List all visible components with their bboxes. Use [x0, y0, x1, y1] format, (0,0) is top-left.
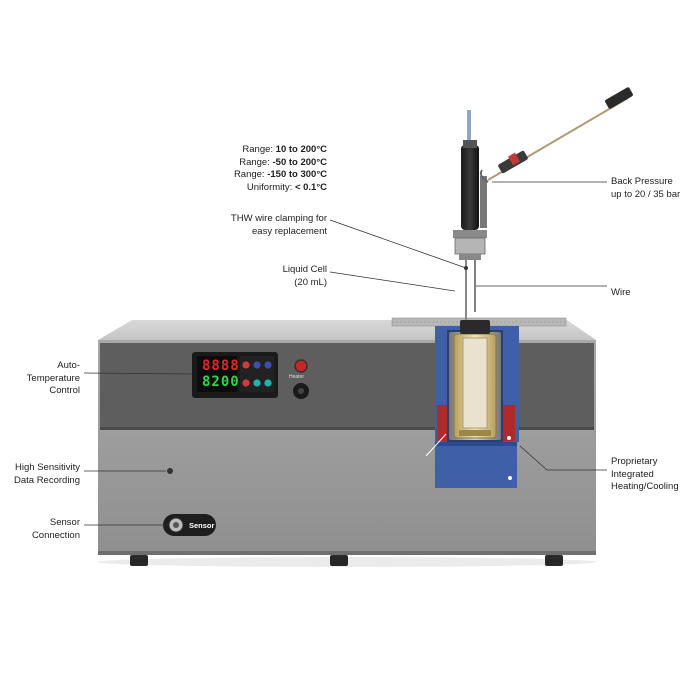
foot	[330, 555, 348, 566]
controller-display-bottom: 8200	[202, 374, 240, 390]
leader-clamp	[329, 219, 467, 269]
probe-tube	[461, 145, 479, 230]
foot	[130, 555, 148, 566]
heater-band-right	[503, 405, 515, 441]
label-wire: Wire	[611, 287, 631, 298]
spec-line: Range: 10 to 200°C	[242, 144, 327, 155]
leader-cell	[329, 271, 456, 292]
controller-button[interactable]	[264, 361, 272, 369]
spec-line: Range: -150 to 300°C	[233, 169, 327, 180]
spec-line: Uniformity: < 0.1°C	[246, 181, 327, 193]
insulation-lower	[435, 446, 517, 488]
heater-band-left	[437, 405, 447, 441]
controller-button[interactable]	[253, 361, 261, 369]
sensor-port-label: Sensor	[189, 521, 215, 530]
heater-switch-label: Heater	[289, 374, 305, 380]
label-liquid-cell: Liquid Cell(20 mL)	[282, 264, 327, 288]
spec-list: Range: 10 to 200°C Range: -50 to 200°C R…	[190, 144, 327, 194]
leader-heat	[519, 445, 607, 471]
foot	[545, 555, 563, 566]
sensitivity-dot	[167, 468, 173, 474]
controller-button[interactable]	[264, 379, 272, 387]
controller-button[interactable]	[253, 379, 261, 387]
leader-auto	[83, 372, 193, 375]
control-panel-band	[100, 343, 594, 427]
heater-switch[interactable]	[294, 359, 308, 373]
probe-fitting	[453, 230, 487, 238]
controller-display-top: 8888	[202, 358, 240, 374]
controller-button[interactable]	[242, 379, 250, 387]
controller-button[interactable]	[242, 361, 250, 369]
spec-line: Range: -50 to 200°C	[239, 156, 327, 168]
